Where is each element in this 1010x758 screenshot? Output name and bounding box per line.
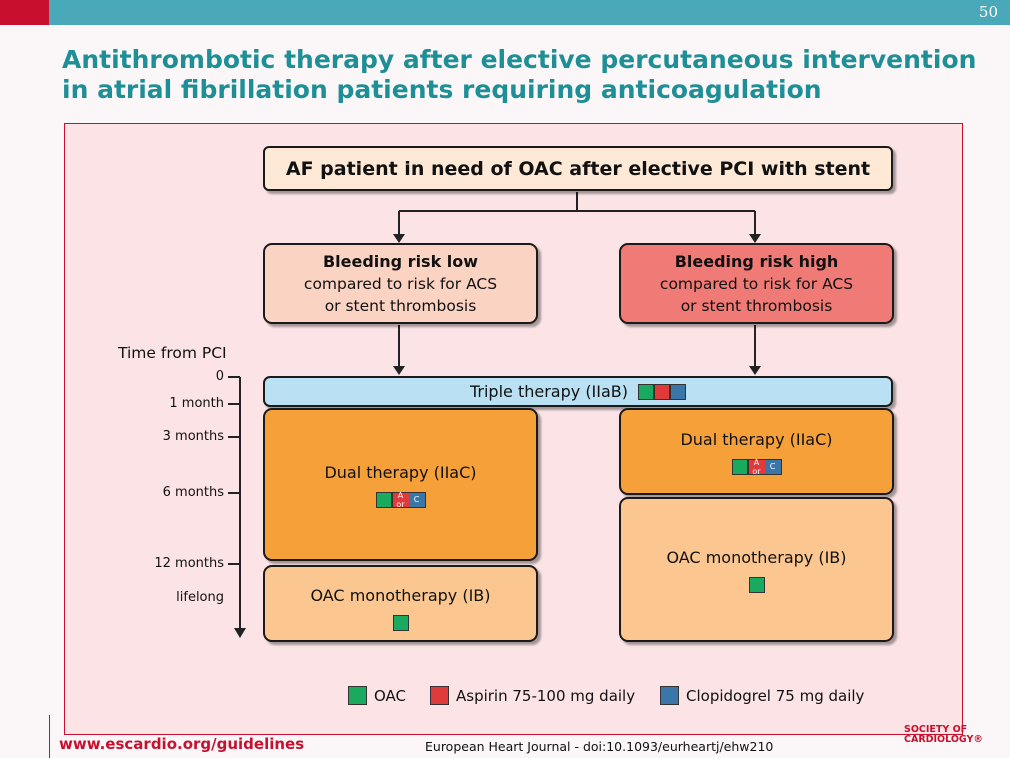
- dual-therapy-high-label: Dual therapy (IIaC): [680, 429, 833, 449]
- legend-clopidogrel: Clopidogrel 75 mg daily: [660, 686, 864, 705]
- oac-square-icon: [748, 576, 765, 593]
- tick-lifelong: lifelong: [176, 590, 224, 605]
- dual-therapy-low-label: Dual therapy (IIaC): [324, 462, 477, 482]
- timeline-title: Time from PCI: [118, 344, 227, 362]
- risk-high-title: Bleeding risk high: [674, 251, 839, 271]
- oac-square-icon: [375, 491, 392, 508]
- esc-logo-line1: SOCIETY OF: [904, 724, 968, 735]
- legend-clopidogrel-label: Clopidogrel 75 mg daily: [686, 686, 865, 705]
- top-bar-accent: [0, 0, 49, 25]
- triple-therapy-label: Triple therapy (IIaB): [469, 381, 629, 401]
- tick-0: 0: [215, 369, 224, 384]
- risk-low-title: Bleeding risk low: [322, 251, 479, 271]
- bleeding-risk-high-box: Bleeding risk high compared to risk for …: [619, 243, 894, 324]
- risk-high-line2: or stent thrombosis: [680, 296, 833, 315]
- risk-low-line1: compared to risk for ACS: [303, 274, 498, 293]
- clopidogrel-square-icon: [670, 383, 687, 400]
- tick-12-months: 12 months: [154, 556, 224, 571]
- af-patient-label: AF patient in need of OAC after elective…: [285, 157, 871, 180]
- bleeding-risk-low-box: Bleeding risk low compared to risk for A…: [263, 243, 538, 324]
- oac-monotherapy-low-icons: [392, 615, 409, 631]
- legend-oac-label: OAC: [374, 686, 407, 705]
- legend-aspirin: Aspirin 75-100 mg daily: [430, 686, 635, 705]
- risk-high-line1: compared to risk for ACS: [659, 274, 854, 293]
- oac-square-icon: [731, 458, 748, 475]
- footer-citation: European Heart Journal - doi:10.1093/eur…: [425, 739, 774, 754]
- footer-divider: [49, 715, 50, 758]
- clopidogrel-legend-icon: [660, 686, 679, 705]
- oac-square-icon: [638, 383, 655, 400]
- oac-monotherapy-high-label: OAC monotherapy (IB): [666, 547, 847, 567]
- legend-aspirin-label: Aspirin 75-100 mg daily: [456, 686, 636, 705]
- triple-therapy-box: Triple therapy (IIaB): [263, 376, 893, 407]
- oac-square-icon: [392, 615, 409, 631]
- footer-website-link[interactable]: www.escardio.org/guidelines: [59, 735, 305, 753]
- aspirin-square-icon: [654, 383, 671, 400]
- risk-low-line2: or stent thrombosis: [324, 296, 477, 315]
- oac-legend-icon: [348, 686, 367, 705]
- oac-monotherapy-high-box: OAC monotherapy (IB): [619, 497, 894, 642]
- af-patient-box: AF patient in need of OAC after elective…: [263, 146, 893, 191]
- tick-6-months: 6 months: [162, 485, 224, 500]
- esc-logo-line2: CARDIOLOGY®: [904, 734, 983, 745]
- oac-monotherapy-low-label: OAC monotherapy (IB): [310, 586, 491, 605]
- aspirin-legend-icon: [430, 686, 449, 705]
- esc-logo: SOCIETY OF CARDIOLOGY®: [904, 725, 983, 745]
- tick-3-months: 3 months: [162, 429, 224, 444]
- legend-oac: OAC: [348, 686, 406, 705]
- tick-1-month: 1 month: [169, 396, 224, 411]
- triple-therapy-icons: [638, 383, 687, 400]
- oac-monotherapy-low-box: OAC monotherapy (IB): [263, 565, 538, 642]
- oac-monotherapy-high-icons: [748, 576, 765, 593]
- slide-title: Antithrombotic therapy after elective pe…: [62, 45, 977, 104]
- top-bar: [0, 0, 1010, 25]
- slide-number: 50: [978, 3, 998, 21]
